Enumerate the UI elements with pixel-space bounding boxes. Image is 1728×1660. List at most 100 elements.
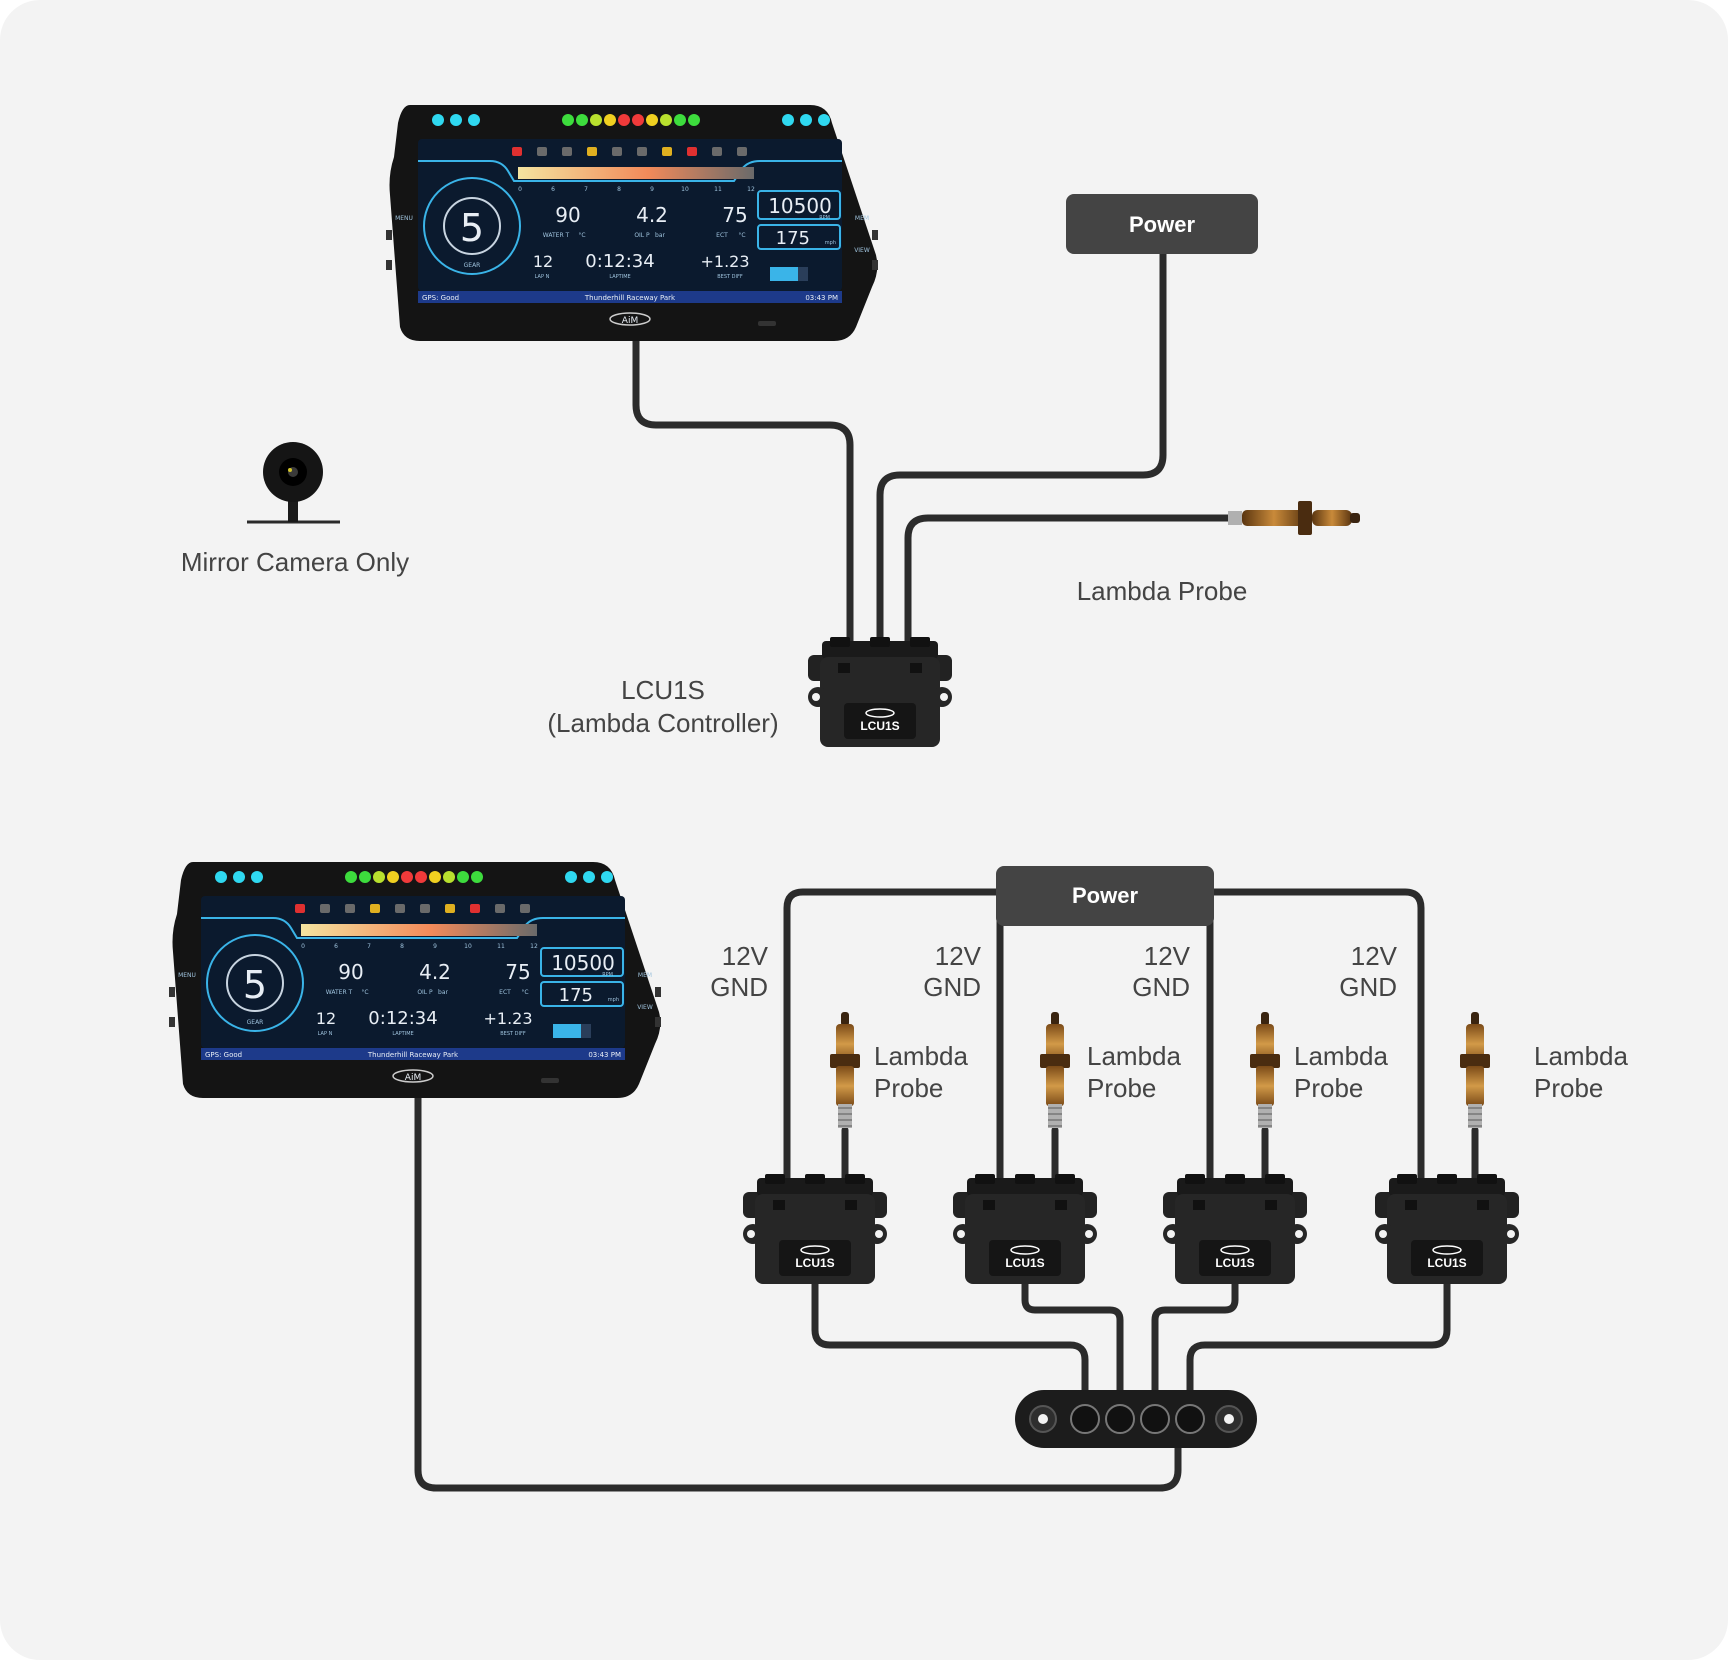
warning-icon (395, 904, 405, 913)
lcu1s-controller-top: LCU1S (807, 636, 953, 748)
oil-pressure-label: OIL P (634, 232, 650, 239)
rpm-tick-label: 6 (334, 943, 338, 950)
gear-inner-ring (443, 197, 501, 255)
side-button (655, 1017, 661, 1027)
mem-label: MEM (855, 215, 869, 222)
best-diff-value: +1.23 (700, 252, 749, 271)
ect-label: ECT (716, 232, 728, 239)
lcu1s-badge: LCU1S (1215, 1256, 1254, 1270)
oil-pressure-value: 4.2 (419, 960, 451, 984)
oil-pressure-value: 4.2 (636, 203, 668, 227)
rpm-light (443, 871, 455, 883)
warning-icon (587, 147, 597, 156)
rpm-tick-label: 8 (400, 943, 404, 950)
power-label-bottom: Power (1072, 883, 1138, 908)
gear-inner-ring (226, 954, 284, 1012)
rpm-box (757, 190, 841, 220)
speed-value: 175 (776, 228, 810, 249)
rpm-tick-label: 12 (530, 943, 538, 950)
water-temp-label: WATER T (543, 232, 570, 239)
rpm-tick-label: 7 (367, 943, 371, 950)
probe-label: Probe (1534, 1073, 1603, 1103)
ground-label: GND (1339, 972, 1397, 1002)
ect-label: ECT (499, 989, 511, 996)
warning-icon (470, 904, 480, 913)
probe-label: Lambda (1294, 1041, 1388, 1071)
shift-light (215, 871, 227, 883)
unit-1: 12V GND Lambda Probe LCU1S (710, 941, 968, 1285)
lcu1s-controller: LCU1S (1374, 1173, 1520, 1285)
ground-label: GND (710, 972, 768, 1002)
side-button (655, 987, 661, 997)
warning-icon (537, 147, 547, 156)
unit-3: 12V GND Lambda Probe LCU1S (1132, 941, 1388, 1285)
oil-pressure-label: OIL P (417, 989, 433, 996)
aim-logo (392, 1069, 434, 1083)
warning-icon (612, 147, 622, 156)
screen-frame-line (201, 917, 625, 939)
camera-label: Mirror Camera Only (181, 547, 409, 577)
shift-light (251, 871, 263, 883)
gear-ring (206, 934, 304, 1032)
speed-unit: mph (608, 997, 619, 1003)
power-label-top: Power (1129, 212, 1195, 237)
warning-icon (520, 904, 530, 913)
shift-light (800, 114, 812, 126)
light-sensor (758, 321, 776, 326)
bottom-wiring (414, 888, 1479, 1492)
probe-label: Lambda (1087, 1041, 1181, 1071)
lcu1s-badge: LCU1S (795, 1256, 834, 1270)
shift-light (450, 114, 462, 126)
lcu1s-controller: LCU1S (742, 1173, 888, 1285)
rpm-light (604, 114, 616, 126)
speed-box (757, 224, 841, 250)
laptime-value: 0:12:34 (585, 251, 654, 272)
shift-light (583, 871, 595, 883)
warning-icon (295, 904, 305, 913)
side-button (386, 260, 392, 270)
rpm-light (429, 871, 441, 883)
track-name: Thunderhill Raceway Park (367, 1051, 459, 1059)
mem-label: MEM (638, 972, 652, 979)
gear-label: GEAR (464, 262, 481, 269)
brand-label: AiM (622, 316, 638, 326)
lcu1s-badge-top: LCU1S (860, 719, 899, 733)
controller-label-line1: LCU1S (621, 675, 705, 705)
gear-label: GEAR (247, 1019, 264, 1026)
ground-label: GND (923, 972, 981, 1002)
clock: 03:43 PM (805, 294, 838, 302)
warning-icon (687, 147, 697, 156)
view-label: VIEW (854, 247, 870, 254)
rpm-tick-label: 0 (518, 186, 522, 193)
shift-light (601, 871, 613, 883)
rpm-tick-label: 11 (714, 186, 722, 193)
rpm-light (660, 114, 672, 126)
power-box-bottom: Power (996, 866, 1214, 926)
rpm-label: RPM (602, 972, 613, 978)
probe-label: Probe (1087, 1073, 1156, 1103)
rpm-tick-label: 10 (464, 943, 472, 950)
light-sensor (541, 1078, 559, 1083)
controller-label-line2: (Lambda Controller) (547, 708, 778, 738)
rpm-bar (518, 167, 754, 179)
camera-icon (247, 442, 340, 524)
can-hub (1015, 1390, 1257, 1448)
laptime-label: LAPTIME (609, 274, 630, 280)
rpm-light (401, 871, 413, 883)
rpm-tick-label: 9 (650, 186, 654, 193)
ground-label: GND (1132, 972, 1190, 1002)
rpm-light (618, 114, 630, 126)
ect-unit: °C (738, 232, 745, 239)
rpm-light (457, 871, 469, 883)
rpm-light (345, 871, 357, 883)
lcu1s-badge: LCU1S (1427, 1256, 1466, 1270)
fuel-bar-fill (770, 267, 798, 281)
shift-light (565, 871, 577, 883)
probe-label: Probe (874, 1073, 943, 1103)
side-button (872, 260, 878, 270)
lambda-probe-icon (1228, 501, 1360, 535)
laptime-value: 0:12:34 (368, 1008, 437, 1029)
voltage-label: 12V (1351, 941, 1398, 971)
shift-light (782, 114, 794, 126)
